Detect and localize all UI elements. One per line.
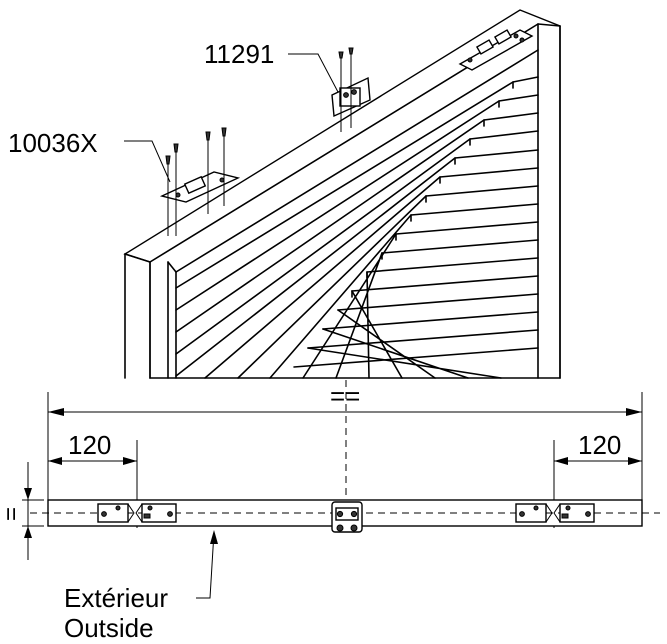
plan-plate-right — [515, 503, 595, 523]
plan-plate-left — [97, 503, 177, 523]
callout-10036x: 10036X — [8, 128, 98, 158]
leader-exterior — [196, 531, 215, 599]
leader-11291 — [288, 53, 339, 93]
louvre-slats — [175, 76, 539, 379]
dimension-side: = — [0, 507, 25, 521]
top-rail-plan — [30, 499, 660, 533]
dimension-left-120: 120 — [68, 430, 111, 460]
label-exterieur: Extérieur — [64, 583, 168, 613]
dimension-right-120: 120 — [578, 430, 621, 460]
hinge-plate-right — [458, 29, 534, 71]
shutter-panel — [123, 9, 561, 379]
hinge-11291 — [331, 47, 371, 132]
plan-hinge-center — [331, 501, 363, 533]
plate-10036x — [159, 127, 241, 236]
callout-11291: 11291 — [204, 39, 274, 69]
label-outside: Outside — [64, 613, 154, 643]
leader-10036x — [124, 140, 171, 183]
dimension-overall: == — [330, 381, 360, 411]
